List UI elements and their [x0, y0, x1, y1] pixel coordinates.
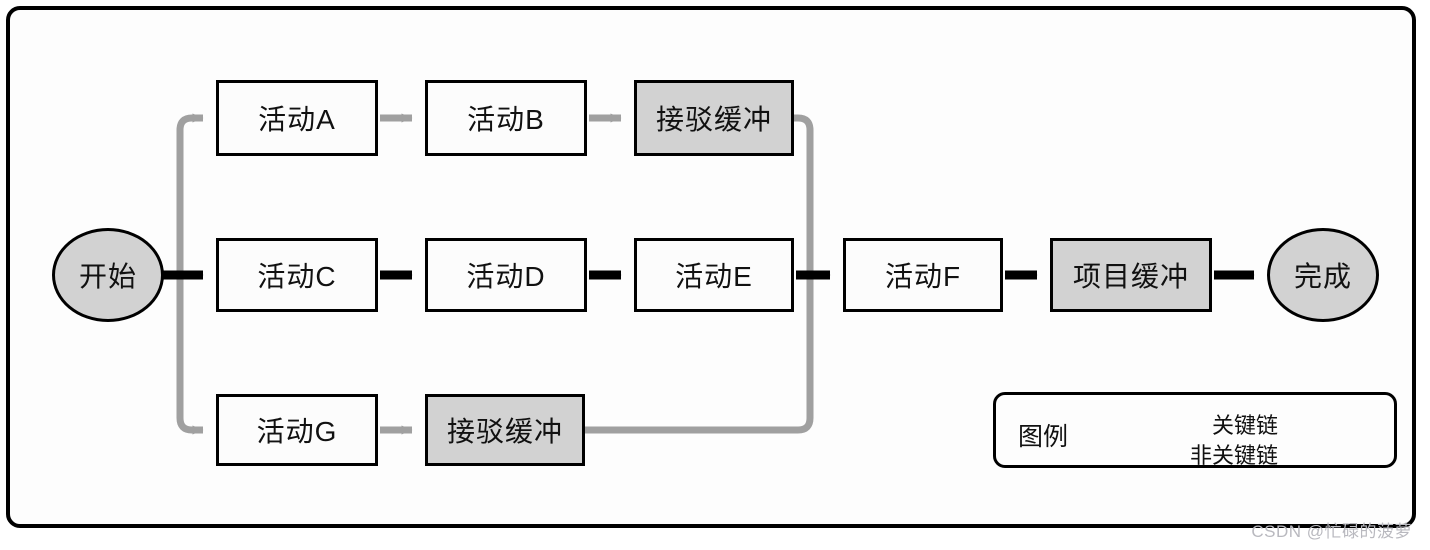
- node-activity-c[interactable]: 活动C: [216, 238, 378, 312]
- node-project-buffer[interactable]: 项目缓冲: [1050, 238, 1212, 312]
- node-start-label: 开始: [78, 261, 137, 292]
- node-feeding-buffer-bottom-label: 接驳缓冲: [446, 416, 563, 447]
- node-activity-f-label: 活动F: [884, 261, 962, 292]
- node-feeding-buffer-top[interactable]: 接驳缓冲: [634, 80, 794, 156]
- node-project-buffer-label: 项目缓冲: [1072, 261, 1189, 292]
- node-activity-b-label: 活动B: [467, 104, 545, 135]
- node-activity-e[interactable]: 活动E: [634, 238, 794, 312]
- node-activity-f[interactable]: 活动F: [843, 238, 1003, 312]
- node-feeding-buffer-top-label: 接驳缓冲: [655, 104, 772, 135]
- node-activity-e-label: 活动E: [675, 261, 753, 292]
- node-activity-g-label: 活动G: [256, 416, 338, 447]
- node-activity-c-label: 活动C: [257, 261, 337, 292]
- legend-label-critical-chain: 关键链: [1211, 413, 1278, 438]
- node-activity-a-label: 活动A: [258, 104, 336, 135]
- node-feeding-buffer-bottom[interactable]: 接驳缓冲: [425, 394, 585, 466]
- node-finish[interactable]: 完成: [1267, 228, 1379, 322]
- legend-panel: [993, 392, 1397, 468]
- legend-title: 图例: [1018, 423, 1069, 451]
- node-activity-a[interactable]: 活动A: [216, 80, 378, 156]
- node-start[interactable]: 开始: [52, 228, 164, 322]
- legend-label-non-critical-chain: 非关键链: [1189, 443, 1278, 468]
- node-activity-b[interactable]: 活动B: [425, 80, 587, 156]
- node-finish-label: 完成: [1293, 261, 1352, 292]
- node-activity-g[interactable]: 活动G: [216, 394, 378, 466]
- watermark: CSDN @忙碌的菠萝: [1251, 522, 1412, 541]
- node-activity-d-label: 活动D: [466, 261, 546, 292]
- node-activity-d[interactable]: 活动D: [425, 238, 587, 312]
